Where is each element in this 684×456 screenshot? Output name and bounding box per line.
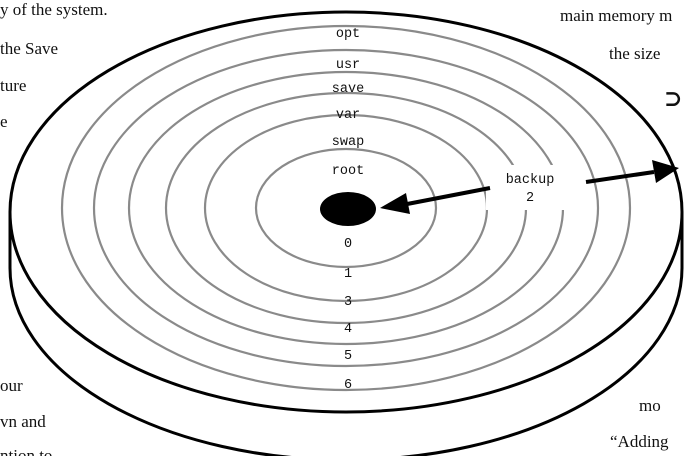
ring-root-0 [254, 147, 438, 269]
backup-arrows [380, 160, 679, 214]
bg-text-left-4: e [0, 112, 8, 131]
label-6: 6 [344, 378, 352, 393]
label-var: var [336, 108, 360, 123]
bottom-slice-labels: 0 1 3 4 5 6 [344, 237, 352, 393]
backup-label: backup 2 [506, 173, 555, 206]
label-3: 3 [344, 295, 352, 310]
label-save: save [332, 82, 364, 97]
partition-rings [60, 24, 632, 392]
ring-usr-5 [92, 48, 600, 368]
arrow-to-edge [585, 170, 655, 184]
bg-text-right-4: mo [639, 396, 661, 415]
spindle-hole [320, 192, 376, 226]
bg-text-right-2: the size [609, 44, 661, 63]
label-backup-number: 2 [526, 191, 534, 206]
arrow-to-edge-head [652, 160, 679, 183]
label-4: 4 [344, 322, 352, 337]
label-backup: backup [506, 173, 555, 188]
bg-text-right-3: ⊃ [664, 86, 683, 111]
bg-text-left-2: the Save [0, 39, 59, 58]
bg-text-right-5: “Adding [610, 432, 669, 451]
bg-text-left-7: ntion to [0, 446, 53, 456]
bg-text-left-3: ture [0, 76, 27, 95]
arrow-to-center-head [380, 193, 410, 214]
bg-text-left-6: vn and [0, 412, 46, 431]
label-5: 5 [344, 349, 352, 364]
arrow-to-center [401, 186, 491, 207]
top-slice-labels: opt usr save var swap root [332, 27, 364, 179]
label-root: root [332, 164, 364, 179]
ring-opt-6 [60, 24, 632, 392]
backup-label-bg [486, 165, 574, 210]
label-0: 0 [344, 237, 352, 252]
label-1: 1 [344, 267, 352, 282]
bg-text-left-5: our [0, 376, 23, 395]
label-opt: opt [336, 27, 360, 42]
bg-text-left-1: y of the system. [0, 0, 108, 19]
bg-text-right-1: main memory m [560, 6, 673, 25]
label-usr: usr [336, 58, 360, 73]
label-swap: swap [332, 135, 364, 150]
